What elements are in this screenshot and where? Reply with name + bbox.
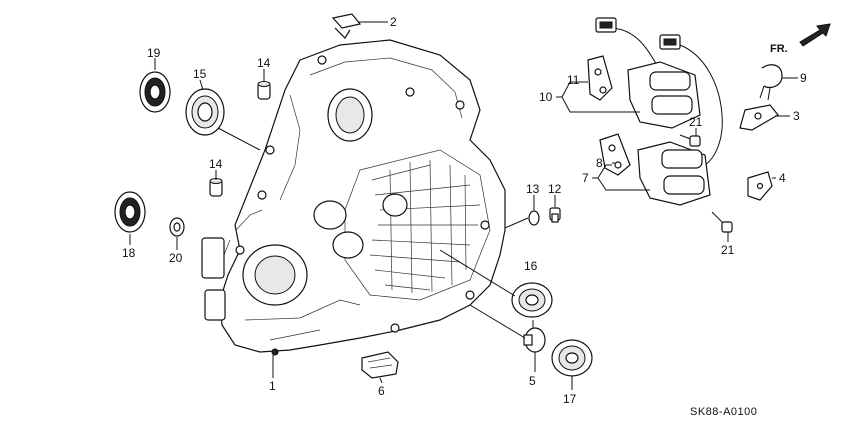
part-10-solenoid-assembly	[587, 17, 701, 129]
part-18-oil-seal	[114, 191, 146, 233]
part-2-clip	[331, 13, 362, 39]
callout-14-lower: 14	[209, 157, 223, 171]
part-14-dowel-lower	[209, 178, 223, 197]
callout-2: 2	[390, 15, 397, 29]
part-21-bolt-upper	[679, 134, 701, 147]
callout-11: 11	[567, 73, 580, 87]
part-17-bearing	[551, 339, 593, 377]
front-direction-label: FR.	[770, 43, 788, 55]
part-7-solenoid-assembly	[599, 133, 711, 206]
part-harness-wire	[659, 34, 723, 166]
callout-8: 8	[596, 156, 603, 170]
part-3-bracket	[739, 104, 779, 131]
leader-lines	[129, 21, 798, 390]
part-4-bracket	[747, 171, 773, 201]
callout-12: 12	[548, 182, 562, 196]
callout-7: 7	[582, 171, 589, 185]
part-21-bolt-lower	[711, 211, 733, 233]
callout-9: 9	[800, 71, 807, 85]
part-15-bearing	[185, 88, 225, 136]
callout-19: 19	[147, 46, 161, 60]
part-16-bearing	[511, 282, 553, 318]
callout-15: 15	[193, 67, 207, 81]
part-20-washer	[169, 217, 185, 237]
callout-14-upper: 14	[257, 56, 271, 70]
part-5-plug	[523, 327, 546, 353]
callout-21-lower: 21	[721, 243, 735, 257]
callout-3: 3	[793, 109, 800, 123]
callout-16: 16	[524, 259, 538, 273]
callout-20: 20	[169, 251, 183, 265]
callout-13: 13	[526, 182, 540, 196]
part-6-sensor	[361, 351, 399, 379]
part-12-bolt	[549, 207, 561, 223]
callout-18: 18	[122, 246, 136, 260]
part-13-washer	[528, 210, 540, 226]
front-direction-arrow: FR.	[770, 23, 831, 55]
callout-10: 10	[539, 90, 553, 104]
callout-labels: 19 15 14 14 18 20 2 1 6 16 5 17 13 12 11…	[122, 15, 807, 406]
callout-17: 17	[563, 392, 577, 406]
transmission-housing	[201, 39, 506, 356]
callout-5: 5	[529, 374, 536, 388]
part-9-clamp	[759, 64, 783, 101]
part-19-oil-seal	[139, 71, 171, 113]
callout-4: 4	[779, 171, 786, 185]
callout-21-upper: 21	[689, 115, 703, 129]
callout-1: 1	[269, 379, 276, 393]
callout-6: 6	[378, 384, 385, 398]
part-14-dowel-upper	[257, 81, 271, 100]
diagram-code: SK88-A0100	[690, 406, 757, 418]
